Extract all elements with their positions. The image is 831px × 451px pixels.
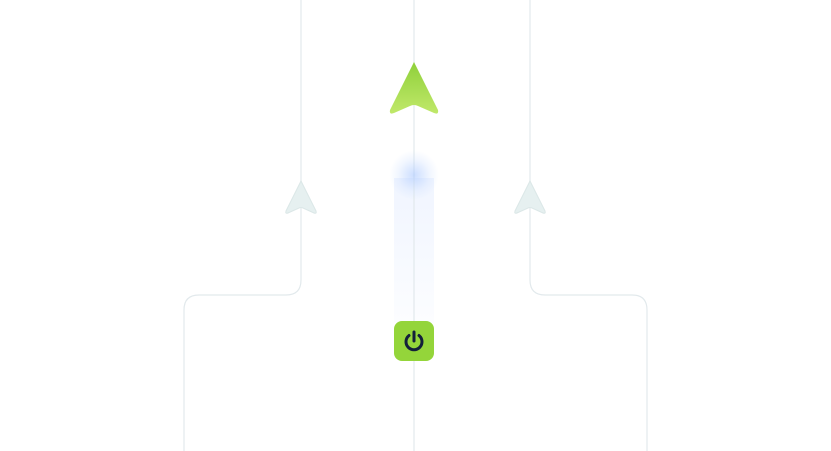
arrow-up-icon: [389, 62, 439, 114]
power-icon: [404, 330, 424, 352]
left-arrow-icon: [285, 179, 317, 214]
power-button[interactable]: [394, 321, 434, 361]
glow-node: [389, 150, 439, 200]
right-arrow-icon: [514, 179, 546, 214]
left-path: [183, 0, 302, 451]
right-path: [529, 0, 648, 451]
